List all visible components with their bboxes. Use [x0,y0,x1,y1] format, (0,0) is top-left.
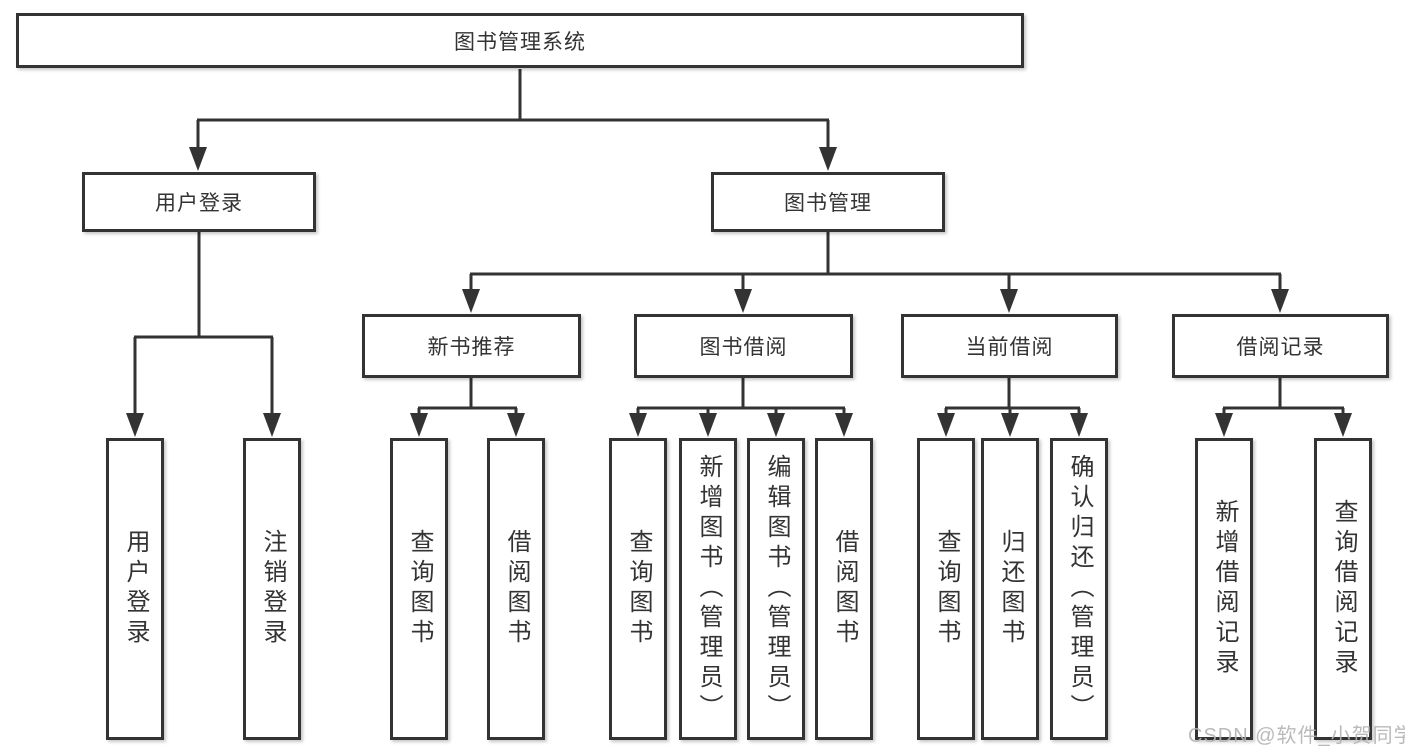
arrowhead-icon [1070,413,1088,437]
leaf-query-books-recommend: 查询图书 [390,438,448,740]
arrowhead-icon [1271,289,1289,313]
node-label: 注销登录 [259,529,286,649]
arrowhead-icon [410,413,428,437]
arrowhead-icon [629,413,647,437]
arrowhead-icon [1000,289,1018,313]
leaf-confirm-return-admin: 确认归还（管理员） [1050,438,1108,740]
leaf-query-borrow-record: 查询借阅记录 [1314,438,1372,740]
node-label: 编辑图书（管理员） [763,454,790,724]
node-label: 借阅图书 [831,529,858,649]
node-label: 查询借阅记录 [1330,499,1357,679]
node-label: 归还图书 [997,529,1024,649]
arrowhead-icon [699,413,717,437]
node-user-login: 用户登录 [82,172,316,232]
leaf-user-login: 用户登录 [106,438,164,740]
connector-currentborrow-to-leaves [945,378,1080,410]
node-new-book-recommend: 新书推荐 [362,314,581,378]
node-label: 借阅记录 [1236,336,1325,359]
node-label: 用户登录 [122,529,149,649]
arrowhead-icon [937,413,955,437]
leaf-edit-books-admin: 编辑图书（管理员） [747,438,805,740]
leaf-borrow-books-recommend: 借阅图书 [487,438,545,740]
connector-borrowrecords-to-leaves [1223,378,1344,410]
node-label: 查询图书 [406,529,433,649]
arrowhead-icon [835,413,853,437]
arrowhead-icon [767,413,785,437]
leaf-add-borrow-record: 新增借阅记录 [1195,438,1253,740]
node-label: 新书推荐 [427,336,516,359]
node-book-management: 图书管理 [711,172,945,232]
leaf-query-books-current: 查询图书 [917,438,975,740]
arrowhead-icon [263,413,281,437]
node-label: 用户登录 [155,192,243,215]
arrowhead-icon [189,147,207,171]
leaf-borrow-books: 借阅图书 [815,438,873,740]
node-current-borrow: 当前借阅 [901,314,1118,378]
arrowhead-icon [734,289,752,313]
node-borrow-records: 借阅记录 [1172,314,1389,378]
node-label: 新增借阅记录 [1211,499,1238,679]
arrowhead-icon [1001,413,1019,437]
node-library-system: 图书管理系统 [16,13,1024,68]
connector-userlogin-to-leaves [134,232,273,339]
connector-bookmgmt-to-level3 [470,232,1281,276]
node-label: 当前借阅 [965,336,1054,359]
leaf-query-books-borrow: 查询图书 [609,438,667,740]
connector-newbook-to-leaves [418,378,517,410]
node-label: 确认归还（管理员） [1066,454,1093,724]
arrowhead-icon [819,147,837,171]
arrowhead-icon [462,289,480,313]
node-label: 图书管理系统 [454,30,586,54]
arrowhead-icon [507,413,525,437]
arrowhead-icon [1334,413,1352,437]
arrowhead-icon [126,413,144,437]
leaf-logout: 注销登录 [243,438,301,740]
node-label: 查询图书 [625,529,652,649]
node-label: 查询图书 [933,529,960,649]
connector-root-to-level2 [197,69,829,122]
node-label: 图书借阅 [699,336,788,359]
node-label: 新增图书（管理员） [695,454,722,724]
node-label: 图书管理 [784,192,872,215]
leaf-add-books-admin: 新增图书（管理员） [679,438,737,740]
leaf-return-books: 归还图书 [981,438,1039,740]
connector-bookborrow-to-leaves [637,378,845,410]
arrowhead-icon [1215,413,1233,437]
node-label: 借阅图书 [503,529,530,649]
csdn-watermark: CSDN @软件_小贺同学 [1188,725,1405,747]
node-book-borrow: 图书借阅 [634,314,853,378]
